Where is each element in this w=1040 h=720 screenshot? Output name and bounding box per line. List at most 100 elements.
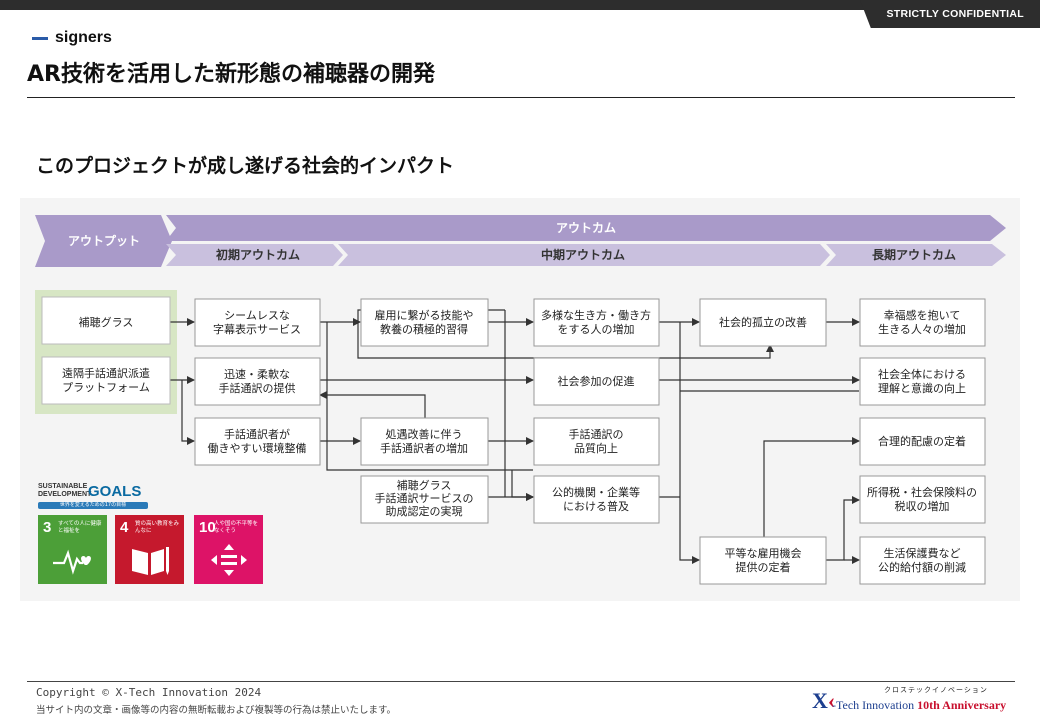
node-i1 bbox=[194, 298, 321, 347]
sdg-goal-4-number: 4 bbox=[120, 519, 129, 536]
svg-text:合理的配慮の定着: 合理的配慮の定着 bbox=[878, 434, 966, 448]
page-title: AR技術を活用した新形態の補聴器の開発 bbox=[27, 62, 435, 87]
node-m9-line2: 提供の定着 bbox=[736, 560, 791, 574]
banner-output-label: アウトプット bbox=[68, 233, 140, 248]
top-bar bbox=[0, 0, 1040, 10]
node-l5-line2: 公的給付額の削減 bbox=[878, 560, 966, 574]
svg-text:補聴グラス手話通訳サービスの助成認定の実現: 補聴グラス手話通訳サービスの助成認定の実現 bbox=[375, 478, 474, 518]
node-l4-line2: 税収の増加 bbox=[895, 499, 950, 513]
node-m4-line1: 多様な生き方・働き方 bbox=[541, 308, 651, 322]
node-m1-line2: 教養の積極的習得 bbox=[380, 322, 468, 336]
node-i1-line2: 字幕表示サービス bbox=[213, 322, 301, 336]
brand-name: signers bbox=[55, 29, 112, 46]
node-m7-line2: における普及 bbox=[563, 499, 629, 513]
banner-initial-label: 初期アウトカム bbox=[216, 247, 300, 262]
company-logo-anniversary: 10th Anniversary bbox=[917, 698, 1007, 712]
node-m3-line3: 助成認定の実現 bbox=[386, 504, 463, 518]
svg-text:社会参加の促進: 社会参加の促進 bbox=[558, 374, 635, 388]
node-m1-line1: 雇用に繋がる技能や bbox=[375, 308, 474, 322]
node-o2 bbox=[41, 356, 171, 405]
node-l2-line2: 理解と意識の向上 bbox=[878, 381, 966, 395]
node-m2-line2: 手話通訳者の増加 bbox=[380, 441, 468, 455]
sdgs-logo-line2: DEVELOPMENT bbox=[38, 491, 92, 498]
svg-text:雇用に繋がる技能や教養の積極的習得: 雇用に繋がる技能や教養の積極的習得 bbox=[375, 308, 474, 336]
node-l2 bbox=[859, 357, 986, 406]
node-l4-line1: 所得税・社会保険料の bbox=[867, 485, 977, 499]
node-l3 bbox=[859, 417, 986, 466]
node-i2 bbox=[194, 357, 321, 406]
node-m2-line1: 処遇改善に伴う bbox=[386, 427, 463, 441]
title-divider bbox=[27, 97, 1015, 98]
node-o1-line1: 補聴グラス bbox=[79, 315, 134, 329]
node-m7-line1: 公的機関・企業等 bbox=[552, 485, 640, 499]
node-m9 bbox=[699, 536, 827, 585]
svg-text:社会全体における理解と意識の向上: 社会全体における理解と意識の向上 bbox=[878, 367, 966, 395]
company-logo-name: -Tech Innovation bbox=[832, 698, 915, 712]
node-m5 bbox=[533, 357, 660, 406]
company-logo-mark: X‹ bbox=[812, 688, 836, 713]
node-m1 bbox=[360, 298, 489, 347]
svg-text:幸福感を抱いて生きる人々の増加: 幸福感を抱いて生きる人々の増加 bbox=[878, 308, 966, 336]
company-logo: クロステックイノベーション X‹ -Tech Innovation 10th A… bbox=[812, 685, 1017, 717]
footer-divider bbox=[27, 681, 1015, 682]
confidential-label: STRICTLY CONFIDENTIAL bbox=[886, 8, 1024, 20]
banner-outcome bbox=[166, 215, 1006, 241]
node-m9-line1: 平等な雇用機会 bbox=[725, 546, 802, 560]
equality-icon bbox=[211, 544, 247, 576]
svg-text:所得税・社会保険料の税収の増加: 所得税・社会保険料の税収の増加 bbox=[867, 485, 977, 513]
svg-text:平等な雇用機会提供の定着: 平等な雇用機会提供の定着 bbox=[725, 546, 802, 574]
banner-outcome-label: アウトカム bbox=[556, 221, 616, 235]
svg-text:シームレスな字幕表示サービス: シームレスな字幕表示サービス bbox=[213, 309, 301, 336]
svg-text:迅速・柔軟な手話通訳の提供: 迅速・柔軟な手話通訳の提供 bbox=[219, 367, 296, 395]
node-i2-line2: 手話通訳の提供 bbox=[219, 381, 296, 395]
node-m3-line1: 補聴グラス bbox=[397, 478, 452, 492]
brand: signers bbox=[32, 29, 112, 47]
banner-mid-label: 中期アウトカム bbox=[541, 247, 625, 262]
node-o1 bbox=[41, 296, 171, 345]
node-m3 bbox=[360, 475, 489, 524]
node-m8-line1: 社会的孤立の改善 bbox=[719, 315, 807, 329]
node-m6-line2: 品質向上 bbox=[574, 441, 618, 455]
node-i3 bbox=[194, 417, 321, 466]
node-l1 bbox=[859, 298, 986, 347]
svg-text:手話通訳の品質向上: 手話通訳の品質向上 bbox=[569, 427, 624, 455]
banner-output bbox=[35, 215, 172, 267]
node-l1-line1: 幸福感を抱いて bbox=[884, 308, 961, 322]
node-m3-line2: 手話通訳サービスの bbox=[375, 491, 474, 505]
node-o2-line2: プラットフォーム bbox=[62, 381, 150, 394]
node-l3-line1: 合理的配慮の定着 bbox=[878, 434, 966, 448]
sdg-goal-4-tile: 4 質の高い教育をみんなに bbox=[115, 515, 184, 584]
sdgs-logo-strip: 世界を変えるための17の目標 bbox=[38, 502, 148, 509]
brand-dash bbox=[32, 36, 48, 40]
svg-text:社会的孤立の改善: 社会的孤立の改善 bbox=[719, 315, 807, 329]
sdgs-logo-line1: SUSTAINABLE bbox=[38, 483, 88, 490]
open-book-icon bbox=[132, 547, 169, 575]
section-title: このプロジェクトが成し遂げる社会的インパクト bbox=[36, 155, 455, 177]
node-l4 bbox=[859, 475, 986, 524]
node-l2-line1: 社会全体における bbox=[878, 367, 966, 381]
banner-long bbox=[826, 244, 1006, 266]
sdg-goal-10-tile: 10 人や国の不平等をなくそう bbox=[194, 515, 263, 584]
node-m4-line2: をする人の増加 bbox=[558, 323, 635, 336]
node-i3-line1: 手話通訳者が bbox=[224, 427, 290, 441]
copyright-notice: 当サイト内の文章・画像等の内容の無断転載および複製等の行為は禁止いたします。 bbox=[36, 705, 397, 716]
node-m4 bbox=[533, 298, 660, 347]
node-m6 bbox=[533, 417, 660, 466]
svg-text:公的機関・企業等における普及: 公的機関・企業等における普及 bbox=[552, 485, 640, 513]
node-l5-line1: 生活保護費など bbox=[884, 546, 961, 560]
sdgs-logo: SUSTAINABLE DEVELOPMENT GOALS 世界を変えるための1… bbox=[38, 483, 150, 511]
sdg-goal-4-caption: 質の高い教育をみんなに bbox=[135, 521, 180, 534]
sdg-goal-3-tile: 3 すべての人に健康と福祉を bbox=[38, 515, 107, 584]
node-i1-line1: シームレスな bbox=[224, 309, 290, 322]
banner-mid bbox=[338, 244, 830, 266]
node-o2-line1: 遠隔手話通訳派遣 bbox=[62, 366, 150, 380]
node-l5 bbox=[859, 536, 986, 585]
sdg-goal-3-caption: すべての人に健康と福祉を bbox=[58, 521, 102, 534]
sdgs-logo-goals: GOALS bbox=[88, 483, 142, 500]
banner-long-label: 長期アウトカム bbox=[872, 247, 956, 262]
node-m8 bbox=[699, 298, 827, 347]
banner-initial bbox=[166, 244, 343, 266]
sdg-goal-3-number: 3 bbox=[43, 519, 52, 536]
svg-text:多様な生き方・働き方をする人の増加: 多様な生き方・働き方をする人の増加 bbox=[541, 308, 651, 336]
